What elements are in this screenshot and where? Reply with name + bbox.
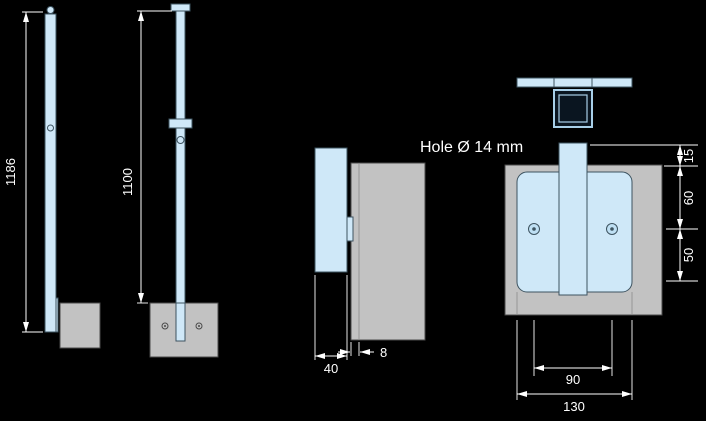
anchor-hole-right-center (198, 325, 200, 327)
dim-right-stack: 15 60 50 (590, 144, 698, 282)
bracket-plate-side (314, 147, 348, 273)
post-into-base (175, 302, 186, 342)
glass-thickness-label: 8 (380, 345, 387, 360)
upper-hole-offset-label: 60 (681, 191, 696, 205)
dim-bracket-depth: 40 (314, 275, 348, 376)
anchor-hole-right (195, 322, 203, 330)
view-top (516, 77, 633, 128)
anchor-hole-left-center (164, 325, 166, 327)
hole-spacing-label: 90 (566, 372, 580, 387)
lower-hole-offset-label: 50 (681, 248, 696, 262)
post-side (44, 13, 57, 333)
square-tube-inner-wall (558, 94, 588, 123)
floor-block-side (59, 302, 101, 349)
mount-hole-right-center (610, 227, 614, 231)
dim-post-height: 1100 (120, 10, 172, 304)
mount-hole-left-center (532, 227, 536, 231)
post-height-label: 1100 (120, 168, 135, 196)
top-offset-label: 15 (681, 149, 696, 163)
hole-note-label: Hole Ø 14 mm (420, 139, 523, 156)
bracket-tab-side (346, 216, 354, 242)
glass-clamp-front (168, 118, 193, 129)
post-front (175, 10, 186, 304)
square-tube-top-view (553, 89, 593, 128)
post-stub-front (558, 142, 588, 296)
view-post-side (44, 6, 101, 349)
view-bracket-side (314, 147, 426, 341)
overall-height-label: 1186 (3, 158, 18, 186)
wall-block-side (350, 162, 426, 341)
bracket-depth-label: 40 (324, 361, 338, 376)
dim-overall-height: 1186 (3, 11, 43, 333)
post-hole-side (47, 124, 54, 132)
post-cap-front (170, 3, 191, 12)
plate-width-label: 130 (563, 399, 585, 414)
handrail-top-view (516, 77, 633, 88)
view-bracket-front (504, 142, 663, 316)
clamp-hole-front (176, 136, 185, 144)
view-post-front (149, 3, 219, 358)
anchor-hole-left (161, 322, 169, 330)
dim-hole-spacing: 90 (533, 320, 613, 387)
dim-plate-width: 130 (516, 320, 633, 414)
dim-glass-thickness: 8 (338, 342, 387, 360)
handrail-connector-side (46, 6, 55, 14)
